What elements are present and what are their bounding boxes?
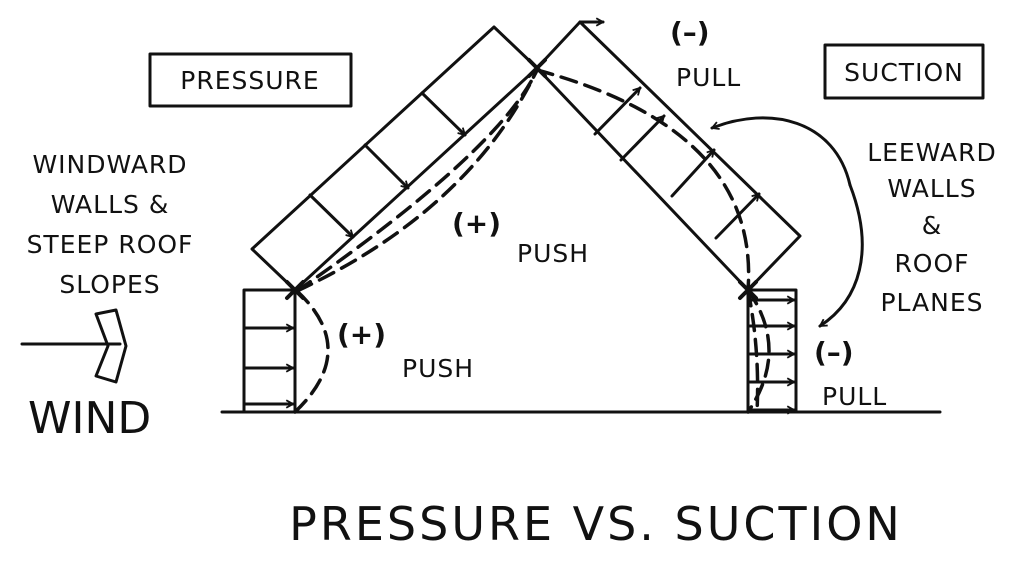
- svg-text:PULL: PULL: [822, 382, 887, 411]
- svg-text:PULL: PULL: [676, 63, 741, 92]
- svg-text:WALLS: WALLS: [887, 174, 976, 203]
- svg-text:LEEWARD: LEEWARD: [867, 138, 997, 167]
- leeward-description: LEEWARD WALLS & ROOF PLANES: [867, 138, 997, 317]
- svg-text:WINDWARD: WINDWARD: [32, 150, 187, 179]
- pressure-label: PRESSURE: [180, 66, 319, 95]
- svg-text:WALLS &: WALLS &: [51, 190, 170, 219]
- windward-wall-pressure-band: [242, 288, 297, 414]
- wind-label: WIND: [28, 393, 151, 444]
- windward-roof-pressure-band: [250, 25, 539, 292]
- svg-text:(–): (–): [814, 336, 854, 369]
- leeward-roof-callout-arrow: [712, 116, 852, 187]
- diagram-title: PRESSURE VS. SUCTION: [289, 497, 903, 551]
- suction-label-box: [823, 43, 985, 100]
- roof-pull-label: (–) PULL: [670, 16, 741, 92]
- wind-arrow-icon: [20, 308, 128, 384]
- windward-description: WINDWARD WALLS & STEEP ROOF SLOPES: [27, 150, 194, 299]
- deflection-curves: [293, 68, 771, 414]
- joint-marks: [285, 58, 758, 300]
- svg-text:PLANES: PLANES: [880, 288, 983, 317]
- svg-text:STEEP ROOF: STEEP ROOF: [27, 230, 194, 259]
- svg-text:(+): (+): [337, 318, 386, 351]
- wall-push-label: (+) PUSH: [337, 318, 474, 383]
- suction-label: SUCTION: [844, 58, 964, 87]
- svg-text:SLOPES: SLOPES: [59, 270, 160, 299]
- svg-text:PUSH: PUSH: [517, 239, 589, 268]
- svg-text:ROOF: ROOF: [894, 249, 969, 278]
- svg-text:(–): (–): [670, 16, 710, 49]
- wall-pull-label: (–) PULL: [814, 336, 887, 411]
- svg-text:PUSH: PUSH: [402, 354, 474, 383]
- svg-text:&: &: [922, 211, 943, 240]
- pressure-label-box: [148, 52, 353, 108]
- leeward-wall-callout-arrow: [820, 183, 864, 328]
- svg-text:(+): (+): [452, 207, 501, 240]
- roof-push-label: (+) PUSH: [452, 207, 589, 268]
